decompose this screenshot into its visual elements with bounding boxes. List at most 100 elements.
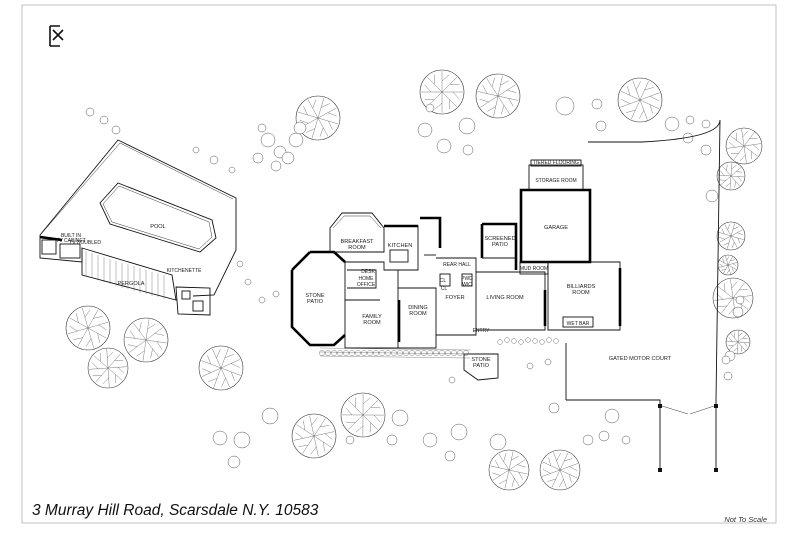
tree-icon — [725, 127, 763, 165]
tree-icon — [419, 69, 465, 115]
shrub-icon — [735, 295, 745, 305]
shrub-icon — [721, 355, 731, 365]
tv-label: TV DOUBLED — [69, 240, 101, 246]
shrub-icon — [582, 434, 594, 446]
home-office-label-2: OFFICE — [357, 282, 376, 288]
powder-label: PWD — [461, 276, 473, 282]
tree-icon — [617, 77, 663, 123]
hedge-icon — [349, 350, 355, 356]
main-house — [290, 119, 721, 472]
tree-icon — [488, 449, 530, 491]
hedge-icon — [319, 350, 325, 356]
wet-bar-label: WET BAR — [567, 321, 590, 327]
shrub-icon — [548, 402, 560, 414]
shrub-icon — [391, 409, 409, 427]
shrub-icon — [436, 138, 452, 154]
shrub-icon — [664, 116, 680, 132]
shrub-icon — [261, 407, 279, 425]
shrub-icon — [386, 434, 398, 446]
hedge-icon — [439, 350, 445, 356]
shrub-icon — [111, 125, 121, 135]
shrub-icon — [700, 144, 712, 156]
landscape-trees — [65, 69, 763, 491]
shrub-icon — [526, 362, 534, 370]
stone-patio-front-label-2: PATIO — [473, 363, 490, 369]
shrub-icon — [236, 260, 244, 268]
family-room-label-2: ROOM — [363, 320, 381, 326]
shrub-icon — [489, 433, 507, 451]
shrub-icon — [228, 166, 236, 174]
built-in-tv-label-2: TV CABINET — [56, 238, 85, 244]
tree-icon — [716, 221, 746, 251]
built-in-tv-label-1: BUILT IN — [61, 233, 81, 239]
shrub-icon — [257, 123, 267, 133]
shrub-icon — [621, 435, 631, 445]
breakfast-room-label-1: BREAKFAST — [341, 239, 375, 245]
shrub-icon — [544, 358, 552, 366]
tree-icon — [198, 345, 244, 391]
shrub-icon — [458, 117, 476, 135]
hedge-icon — [373, 350, 379, 356]
shrub-icon — [244, 278, 252, 286]
entry-label: ENTRY — [473, 328, 491, 334]
tree-icon — [291, 413, 337, 459]
shrub-icon — [345, 435, 355, 445]
shrub-icon — [252, 152, 264, 164]
hedge-icon — [553, 338, 559, 344]
billiards-room-label-2: ROOM — [572, 290, 590, 296]
hedge-icon — [463, 350, 469, 356]
shrub-icon — [450, 423, 468, 441]
tree-icon — [340, 392, 386, 438]
shrub-icon — [595, 120, 607, 132]
shrub-icon — [212, 430, 228, 446]
property-address: 3 Murray Hill Road, Scarsdale N.Y. 10583 — [32, 502, 319, 519]
shrub-icon — [227, 455, 241, 469]
hedge-icon — [343, 350, 349, 356]
desk-label: DESK — [361, 269, 375, 275]
shrub-icon — [258, 296, 266, 304]
tree-icon — [295, 95, 341, 141]
hedge-icon — [504, 337, 510, 343]
hedge-icon — [532, 338, 538, 344]
hedge-icon — [518, 339, 524, 345]
shrub-icon — [701, 119, 711, 129]
page-border — [21, 4, 777, 524]
hedge-icon — [451, 350, 457, 356]
tree-icon — [65, 305, 111, 351]
shrub-icon — [448, 376, 456, 384]
dining-room-label-1: DINING — [408, 305, 428, 311]
shrub-icon — [192, 146, 200, 154]
shrub-icon — [288, 132, 304, 148]
rear-hall-label: REAR HALL — [443, 262, 471, 268]
tree-icon — [123, 317, 169, 363]
shrub-icon — [293, 121, 307, 135]
mud-room-label: MUD ROOM — [520, 266, 548, 272]
shrub-icon — [281, 151, 295, 165]
shrub-icon — [604, 408, 620, 424]
shrub-icon — [732, 306, 744, 318]
kitchen-label: KITCHEN — [388, 243, 413, 249]
landscape-shrubs — [85, 96, 745, 469]
shrub-icon — [444, 450, 456, 462]
tree-icon — [539, 449, 581, 491]
shrub-icon — [417, 122, 433, 138]
pergola-label: PERGOLA — [117, 281, 144, 287]
tree-icon — [87, 347, 129, 389]
shrub-icon — [422, 432, 438, 448]
hedge-icon — [497, 339, 503, 345]
storage-room-label: STORAGE ROOM — [535, 178, 576, 184]
garage-label: GARAGE — [544, 225, 568, 231]
shrub-icon — [598, 430, 610, 442]
shrub-icon — [99, 115, 109, 125]
stone-patio-left-label-2: PATIO — [307, 299, 324, 305]
hedge-icon — [361, 350, 367, 356]
screened-patio-label-1: SCREENED — [484, 236, 515, 242]
shrub-icon — [425, 103, 435, 113]
shrub-icon — [555, 96, 575, 116]
hedge-icon — [409, 350, 415, 356]
shrub-icon — [462, 144, 474, 156]
screened-patio-label-2: PATIO — [492, 242, 509, 248]
hedge-icon — [415, 350, 421, 356]
billiards-room-label-1: BILLIARDS — [567, 284, 596, 290]
hedge-icon — [539, 339, 545, 345]
